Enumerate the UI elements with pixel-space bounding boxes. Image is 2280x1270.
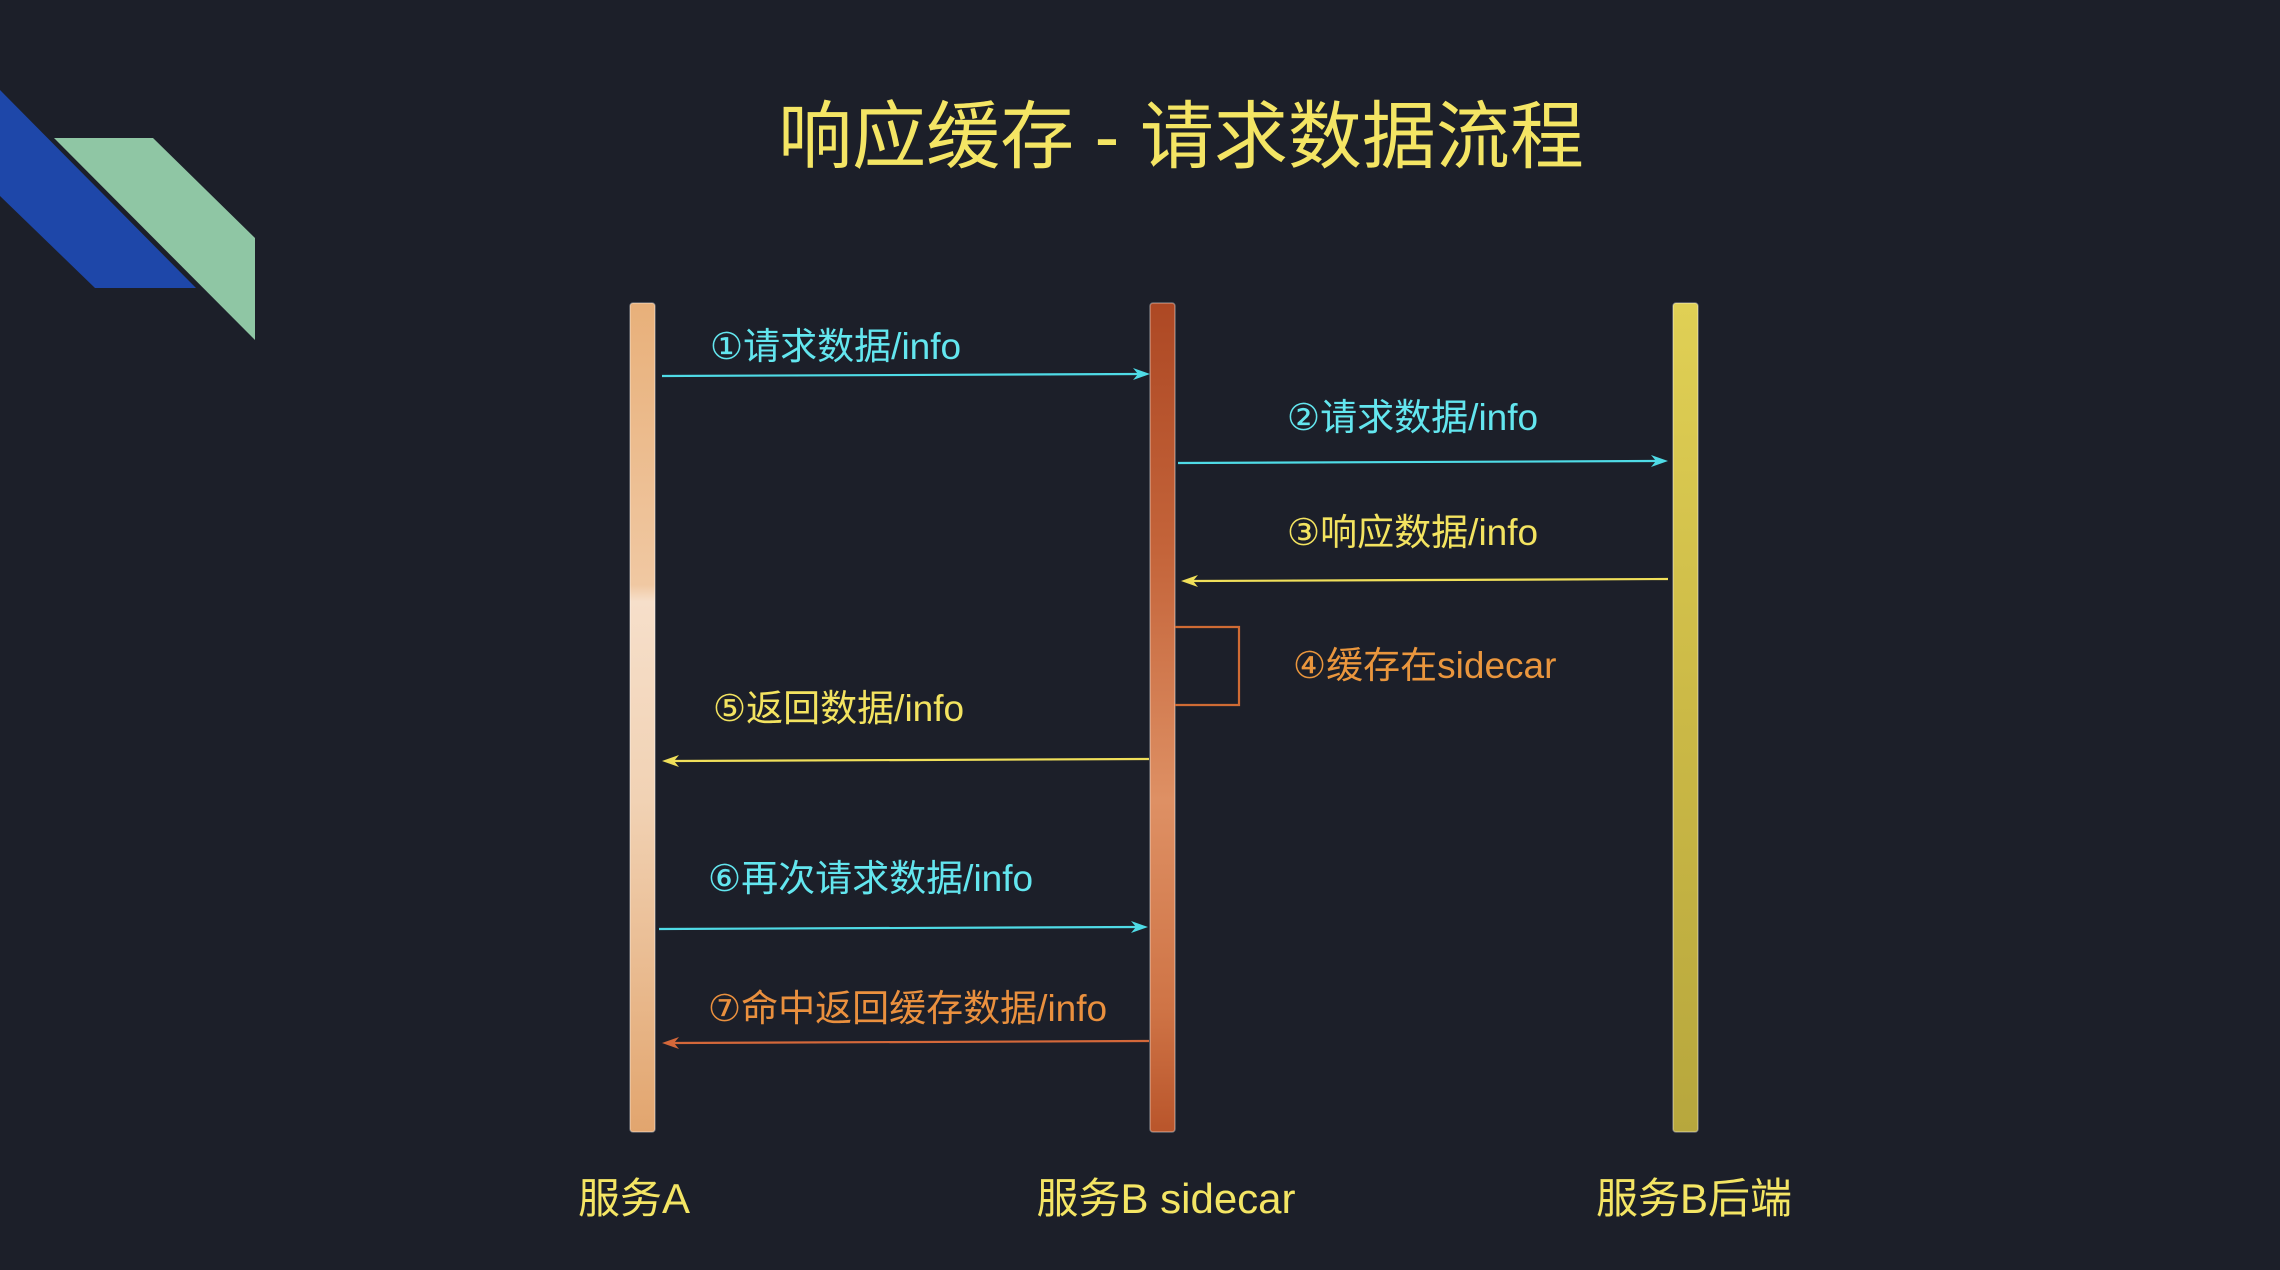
message-arrow-line <box>1177 459 1659 465</box>
arrowhead-left-icon <box>662 755 679 767</box>
message-label: ①请求数据/info <box>710 326 961 367</box>
arrowhead-left-icon <box>662 1037 679 1049</box>
slide-title: 响应缓存 - 请求数据流程 <box>778 95 1584 178</box>
message-7: ⑦命中返回缓存数据/info <box>662 988 1150 1049</box>
arrowhead-right-icon <box>1133 368 1150 380</box>
message-label: ④缓存在sidecar <box>1293 645 1556 686</box>
message-6: ⑥再次请求数据/info <box>658 858 1148 933</box>
message-5: ⑤返回数据/info <box>662 688 1150 767</box>
self-loop-line <box>1175 625 1241 707</box>
participant-label-service-b-backend: 服务B后端 <box>1596 1175 1792 1222</box>
message-1: ①请求数据/info <box>661 326 1150 380</box>
participant-label-service-b-sidecar: 服务B sidecar <box>1036 1175 1295 1222</box>
message-arrow-line <box>661 372 1141 378</box>
participant-label-service-a: 服务A <box>578 1175 690 1222</box>
arrowhead-right-icon <box>1131 921 1148 933</box>
message-3: ③响应数据/info <box>1181 512 1669 587</box>
message-label: ②请求数据/info <box>1287 397 1538 438</box>
message-label: ⑥再次请求数据/info <box>708 858 1033 899</box>
message-arrow-line <box>671 1039 1150 1045</box>
lifeline-service-b-sidecar <box>1149 302 1176 1133</box>
accent-green-stripe <box>54 138 255 340</box>
arrowhead-right-icon <box>1651 455 1668 467</box>
message-label: ③响应数据/info <box>1287 512 1538 553</box>
lifeline-service-a <box>629 302 656 1133</box>
lifeline-service-b-backend <box>1672 302 1699 1133</box>
message-2: ②请求数据/info <box>1177 397 1668 467</box>
message-label: ⑦命中返回缓存数据/info <box>708 988 1107 1029</box>
accent-blue-stripe <box>0 90 196 288</box>
message-label: ⑤返回数据/info <box>713 688 964 729</box>
message-arrow-line <box>671 757 1150 763</box>
message-arrow-line <box>658 925 1139 931</box>
arrowhead-left-icon <box>1181 575 1198 587</box>
message-arrow-line <box>1190 577 1669 583</box>
message-4: ④缓存在sidecar <box>1175 625 1556 707</box>
